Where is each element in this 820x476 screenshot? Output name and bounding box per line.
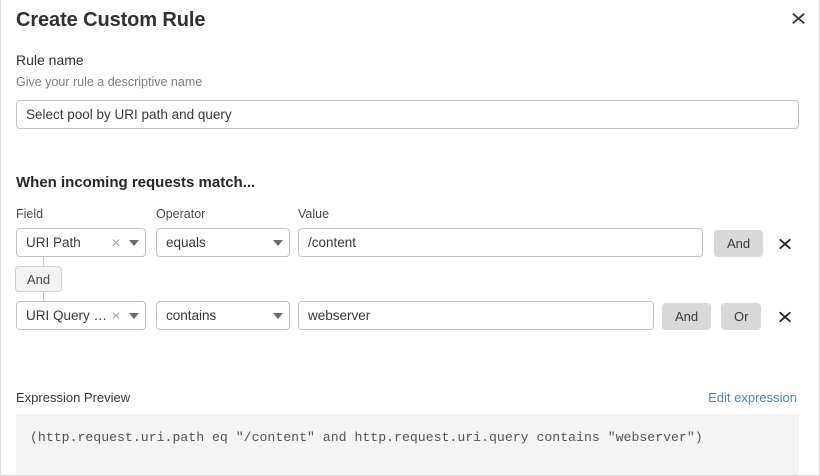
connector-line-top [43,257,44,267]
close-icon[interactable] [786,6,810,30]
rule-name-description: Give your rule a descriptive name [16,75,203,89]
field-select-row-2[interactable]: URI Query St... ✕ [16,301,146,330]
expression-preview-label: Expression Preview [16,390,131,405]
rule-name-label: Rule name [16,52,84,68]
operator-select-row-2-value: contains [166,308,217,323]
chevron-down-icon[interactable] [267,239,289,246]
column-header-field: Field [16,207,44,221]
operator-select-row-1[interactable]: equals [156,228,290,257]
expression-preview-panel [16,414,799,475]
chevron-down-icon[interactable] [123,312,145,319]
edit-expression-link[interactable]: Edit expression [708,390,797,405]
rule-name-input[interactable] [16,100,799,129]
remove-condition-row-2[interactable] [775,307,795,327]
chevron-down-icon[interactable] [267,312,289,319]
field-select-row-2-value: URI Query St... [26,308,109,323]
clear-icon[interactable]: ✕ [110,308,122,323]
and-button-row-1[interactable]: And [714,230,764,257]
chevron-down-icon[interactable] [123,239,145,246]
or-button-row-2[interactable]: Or [721,303,762,330]
value-input-row-1[interactable] [298,228,703,257]
group-connector-and-badge[interactable]: And [15,266,63,292]
field-select-row-1-value: URI Path [26,235,81,250]
column-header-operator: Operator [156,207,206,221]
clear-icon[interactable]: ✕ [110,235,122,250]
value-input-row-2[interactable] [298,301,654,330]
operator-select-row-2[interactable]: contains [156,301,290,330]
and-button-row-2[interactable]: And [662,303,712,330]
conditions-heading: When incoming requests match... [16,174,256,191]
connector-line-bottom [43,292,44,302]
dialog-title: Create Custom Rule [16,9,206,31]
expression-preview-text: (http.request.uri.path eq "/content" and… [30,430,703,445]
field-select-row-1[interactable]: URI Path ✕ [16,228,146,257]
column-header-value: Value [298,207,330,221]
remove-condition-row-1[interactable] [775,234,795,254]
operator-select-row-1-value: equals [166,235,206,250]
